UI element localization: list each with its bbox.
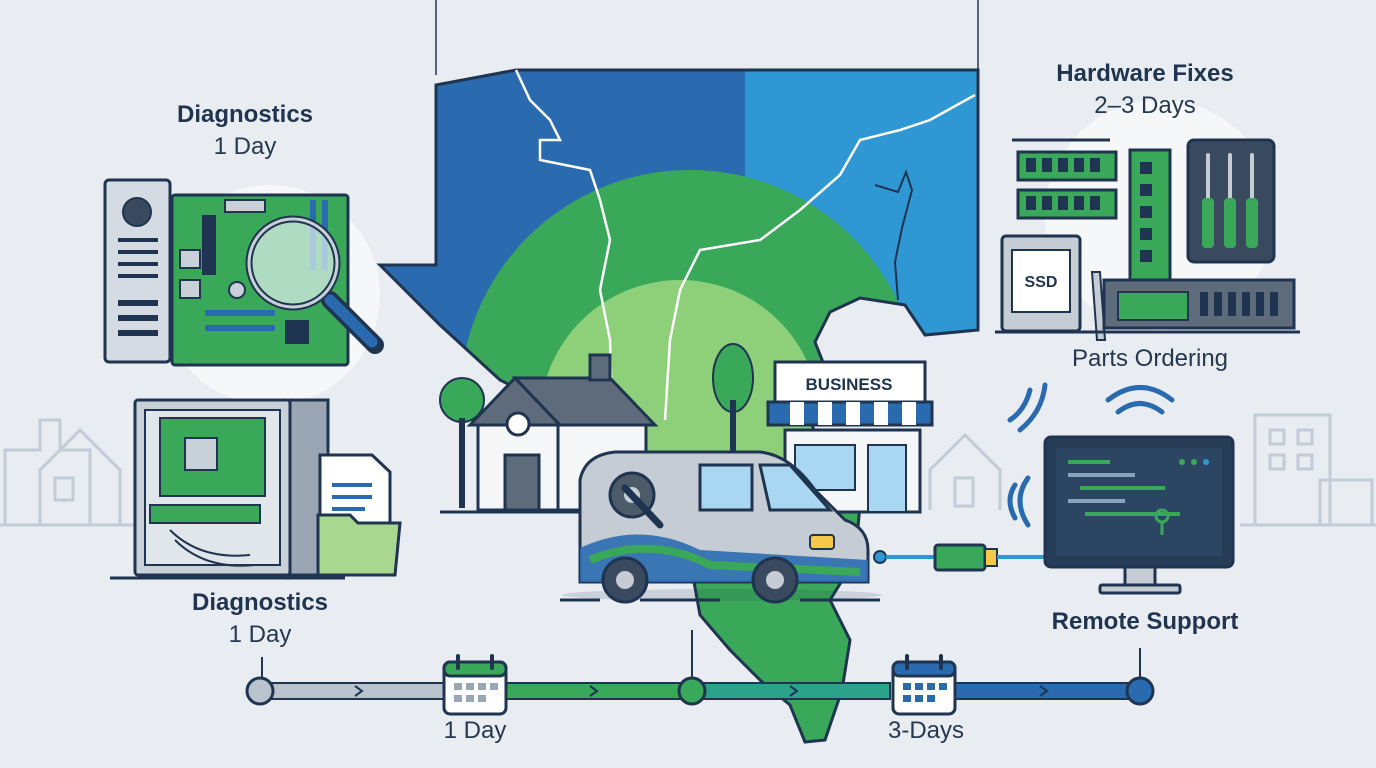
- calendar-icon-1: [442, 654, 508, 716]
- documents-folder-icon: [316, 453, 402, 577]
- background-skyline-left: [0, 418, 140, 527]
- timeline-label-1: 1 Day: [443, 717, 507, 744]
- wifi-signal-icons: [1007, 382, 1175, 528]
- service-van-icon: [560, 450, 882, 604]
- business-store-icon: [712, 343, 934, 514]
- diagnostics-top-duration: 1 Day: [213, 133, 277, 160]
- ram-sticks-icon: [1012, 138, 1172, 302]
- diagnostics-bottom-title: Diagnostics: [191, 589, 329, 616]
- timeline: [245, 630, 1155, 716]
- open-pc-case-icon: [110, 398, 345, 580]
- expansion-card-icon: [995, 271, 1300, 341]
- timeline-node-start: [245, 676, 275, 706]
- river-line: [874, 169, 914, 301]
- screwdriver-toolkit-icon: [1186, 138, 1276, 264]
- magnifying-glass-icon: [245, 215, 384, 354]
- calendar-icon-2: [891, 654, 957, 716]
- map-roads: [514, 69, 976, 421]
- hardware-fixes-title: Hardware Fixes: [1056, 60, 1234, 87]
- timeline-node-end: [1125, 676, 1155, 706]
- parts-ordering-label: Parts Ordering: [1071, 345, 1229, 372]
- network-cable-icon: [873, 543, 1045, 572]
- diagnostics-top-title: Diagnostics: [176, 101, 314, 128]
- background-skyline-right: [1240, 413, 1376, 527]
- business-sign-text: BUSINESS: [806, 375, 893, 394]
- diagnostics-bottom-duration: 1 Day: [228, 621, 292, 648]
- remote-support-monitor-icon: [1043, 435, 1235, 595]
- timeline-label-2: 3-Days: [887, 717, 965, 744]
- timeline-node-middle: [677, 676, 707, 706]
- ssd-text: SSD: [1025, 274, 1058, 291]
- remote-support-label: Remote Support: [1051, 608, 1239, 635]
- pc-tower-icon: [103, 178, 172, 364]
- background-house-right: [928, 432, 1002, 510]
- hardware-fixes-duration: 2–3 Days: [1094, 92, 1196, 119]
- ssd-drive-icon: [1000, 234, 1082, 333]
